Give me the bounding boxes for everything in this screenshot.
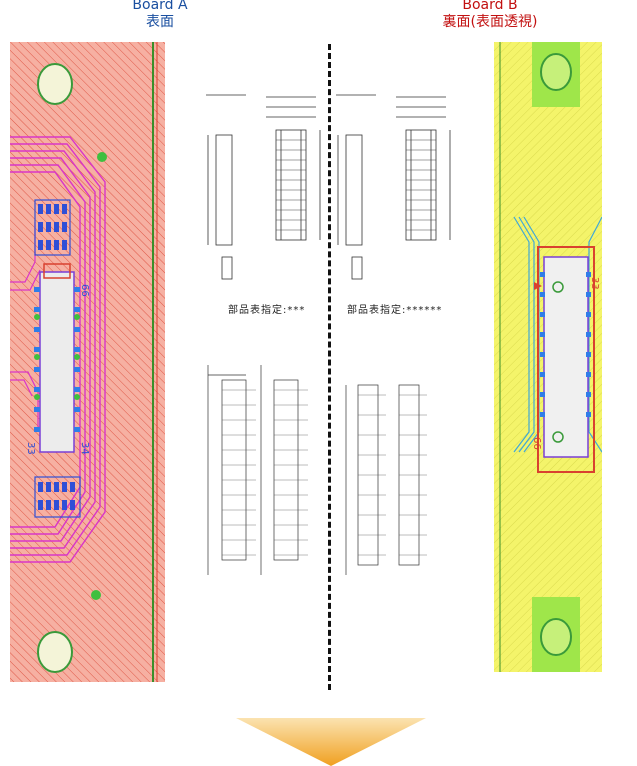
board-b-pcb-layout: 33 66 — [494, 42, 602, 672]
board-b-side: 裏面(表面透視) — [442, 14, 538, 30]
down-arrow-icon — [236, 718, 426, 766]
board-a-pcb-layout: 66 33 34 — [10, 42, 165, 682]
board-a-pin-66-label: 66 — [79, 284, 90, 297]
part-spec-label-right: 部品表指定:****** — [347, 305, 443, 316]
board-a-side: 表面 — [146, 14, 174, 30]
part-spec-label-left: 部品表指定:*** — [228, 305, 306, 316]
connector-drawings — [206, 94, 451, 575]
board-a-pin-34-label: 34 — [79, 442, 90, 455]
board-b-name: Board B — [462, 0, 518, 13]
center-divider — [328, 44, 331, 690]
board-a-pin-33-label: 33 — [25, 442, 36, 455]
board-a-title: Board A 表面 — [100, 0, 220, 31]
board-b-pin-66-label: 66 — [531, 437, 542, 450]
board-a-name: Board A — [132, 0, 188, 13]
board-b-title: Board B 裏面(表面透視) — [420, 0, 560, 31]
board-b-pin-33-label: 33 — [589, 277, 600, 290]
